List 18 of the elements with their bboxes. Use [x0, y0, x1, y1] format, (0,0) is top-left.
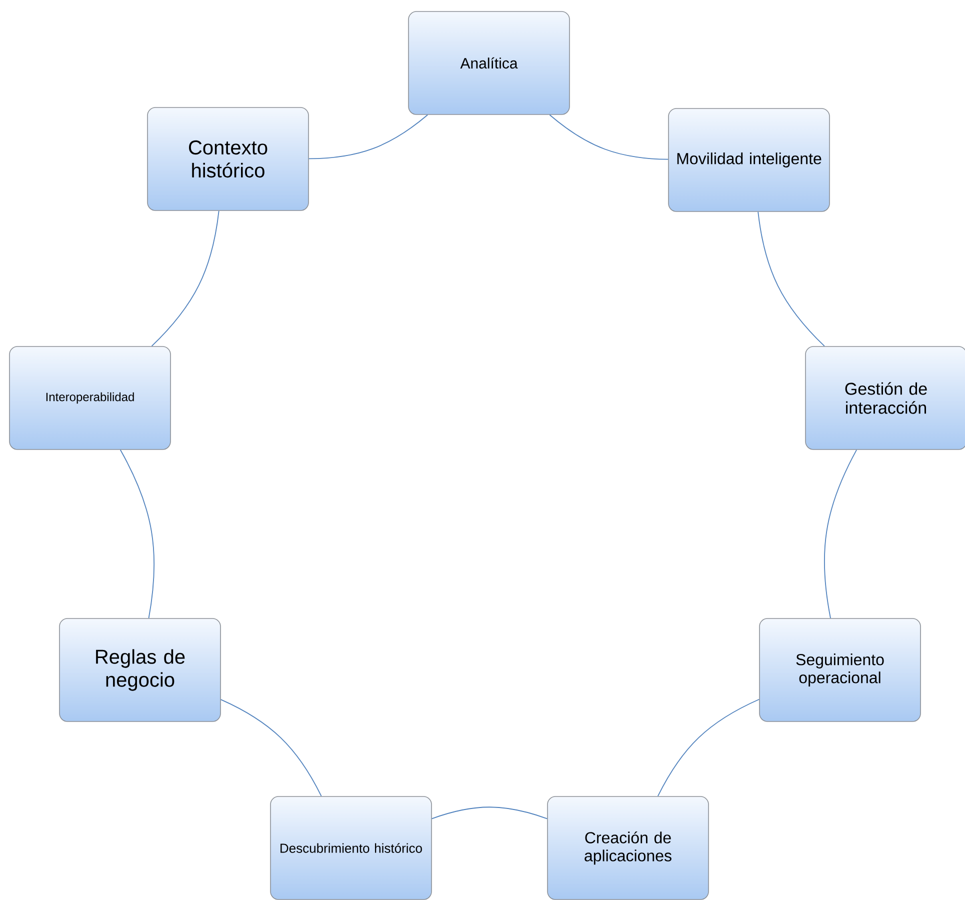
connector-arc	[120, 449, 155, 619]
process-box: Interoperabilidad	[9, 346, 171, 450]
connector-arc	[657, 698, 760, 797]
process-box: Reglas de negocio	[59, 618, 221, 722]
connector-arc	[151, 210, 220, 347]
connector-arc	[220, 699, 322, 797]
process-box: Descubrimiento histórico	[270, 796, 432, 900]
process-box: Analítica	[408, 11, 570, 115]
connector-arc	[824, 449, 857, 619]
process-box: Seguimiento operacional	[759, 618, 921, 722]
process-box: Creación de aplicaciones	[547, 796, 709, 900]
connector-arc	[308, 114, 428, 160]
connector-arc	[549, 114, 669, 160]
process-box: Gestión de interacción	[805, 346, 965, 450]
process-box: Movilidad inteligente	[668, 108, 830, 212]
connector-arc	[431, 806, 548, 820]
connector-arc	[758, 211, 825, 347]
process-box: Contexto histórico	[147, 107, 309, 211]
